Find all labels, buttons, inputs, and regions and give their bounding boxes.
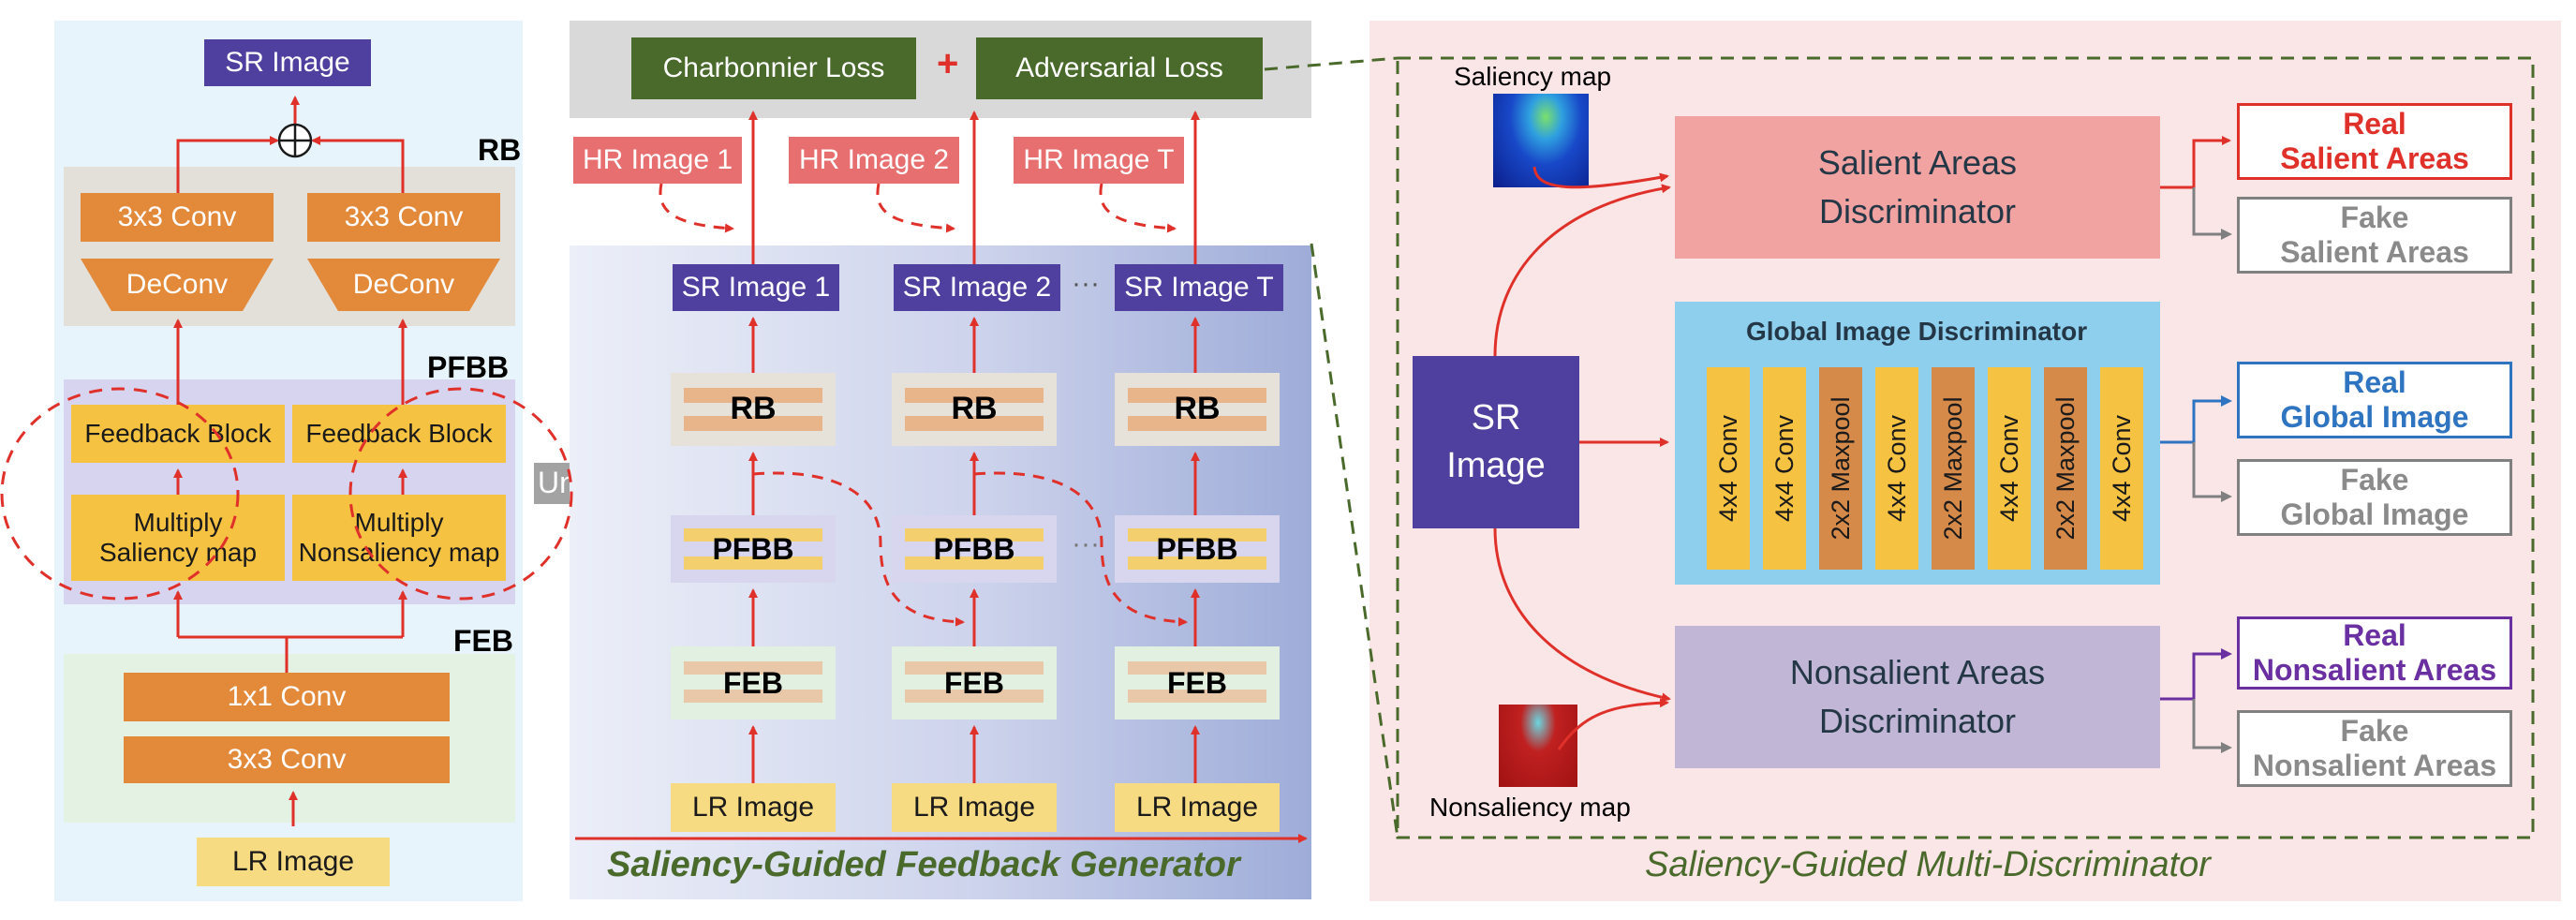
sr-image-2: SR Image 2 <box>894 264 1060 311</box>
lr-image-t: LR Image <box>1115 783 1280 832</box>
left-3x3-conv-1: 3x3 Conv <box>81 193 274 242</box>
right-sr-image: SR Image <box>1413 356 1579 528</box>
feb-block-1: FEB <box>671 646 836 720</box>
left-multiply-nonsaliency: Multiply Nonsaliency map <box>292 495 506 581</box>
left-multiply-saliency: Multiply Saliency map <box>71 495 285 581</box>
hr-image-t: HR Image T <box>1014 137 1184 184</box>
pfbb-block-2: PFBB <box>892 515 1057 583</box>
rb-label-1: RB <box>730 391 777 427</box>
sr-image-1: SR Image 1 <box>673 264 839 311</box>
feb-label-1: FEB <box>723 665 783 700</box>
saliency-map-label: Saliency map <box>1454 62 1612 91</box>
feb-block-t: FEB <box>1115 646 1280 720</box>
adversarial-loss: Adversarial Loss <box>976 37 1263 99</box>
feb-block-2: FEB <box>892 646 1057 720</box>
real-nonsalient-areas: Real Nonsalient Areas <box>2237 616 2512 690</box>
feb-label-2: FEB <box>944 665 1004 700</box>
saliency-map-thumbnail <box>1493 94 1589 187</box>
left-sr-image: SR Image <box>204 39 371 86</box>
rb-block-t: RB <box>1115 373 1280 446</box>
real-global-image: Real Global Image <box>2237 362 2512 438</box>
feb-label-t: FEB <box>1167 665 1227 700</box>
global-disc-title: Global Image Discriminator <box>1746 317 2088 346</box>
left-3x3-conv-2: 3x3 Conv <box>307 193 500 242</box>
left-deconv-2: DeConv <box>307 259 500 311</box>
pfbb-label-1: PFBB <box>712 531 794 566</box>
pfbb-block-t: PFBB <box>1115 515 1280 583</box>
ellipsis-mid: ··· <box>1072 528 1100 559</box>
rb-label: RB <box>478 133 522 167</box>
left-feedback-block-1: Feedback Block <box>71 405 285 463</box>
rb-label-t: RB <box>1174 391 1221 427</box>
pfbb-label-2: PFBB <box>933 531 1015 566</box>
real-salient-areas: Real Salient Areas <box>2237 103 2512 180</box>
fake-global-image: Fake Global Image <box>2237 459 2512 536</box>
left-1x1-conv: 1x1 Conv <box>124 673 450 721</box>
ellipsis-top: ··· <box>1072 268 1100 299</box>
fake-salient-areas: Fake Salient Areas <box>2237 197 2512 274</box>
pfbb-label-t: PFBB <box>1156 531 1238 566</box>
fake-nonsalient-areas: Fake Nonsalient Areas <box>2237 710 2512 787</box>
charbonnier-loss: Charbonnier Loss <box>631 37 916 99</box>
rb-block-2: RB <box>892 373 1057 446</box>
left-deconv-1: DeConv <box>81 259 274 311</box>
nonsaliency-map-label: Nonsaliency map <box>1429 793 1631 822</box>
left-lr-image: LR Image <box>197 838 390 886</box>
rb-block-1: RB <box>671 373 836 446</box>
feb-label: FEB <box>453 624 513 658</box>
salient-areas-discriminator: Salient Areas Discriminator <box>1675 116 2160 259</box>
left-3x3-conv-bottom: 3x3 Conv <box>124 736 450 783</box>
lr-image-2: LR Image <box>892 783 1057 832</box>
rb-label-2: RB <box>951 391 998 427</box>
discriminator-caption: Saliency-Guided Multi-Discriminator <box>1645 845 2211 884</box>
generator-caption: Saliency-Guided Feedback Generator <box>607 845 1240 884</box>
left-feedback-block-2: Feedback Block <box>292 405 506 463</box>
sr-image-t: SR Image T <box>1115 264 1283 311</box>
hr-image-2: HR Image 2 <box>789 137 959 184</box>
nonsaliency-map-thumbnail <box>1499 705 1577 787</box>
nonsalient-areas-discriminator: Nonsalient Areas Discriminator <box>1675 626 2160 768</box>
hr-image-1: HR Image 1 <box>573 137 742 184</box>
loss-plus: + <box>937 43 959 84</box>
pfbb-block-1: PFBB <box>671 515 836 583</box>
pfbb-label: PFBB <box>427 350 510 384</box>
lr-image-1: LR Image <box>671 783 836 832</box>
